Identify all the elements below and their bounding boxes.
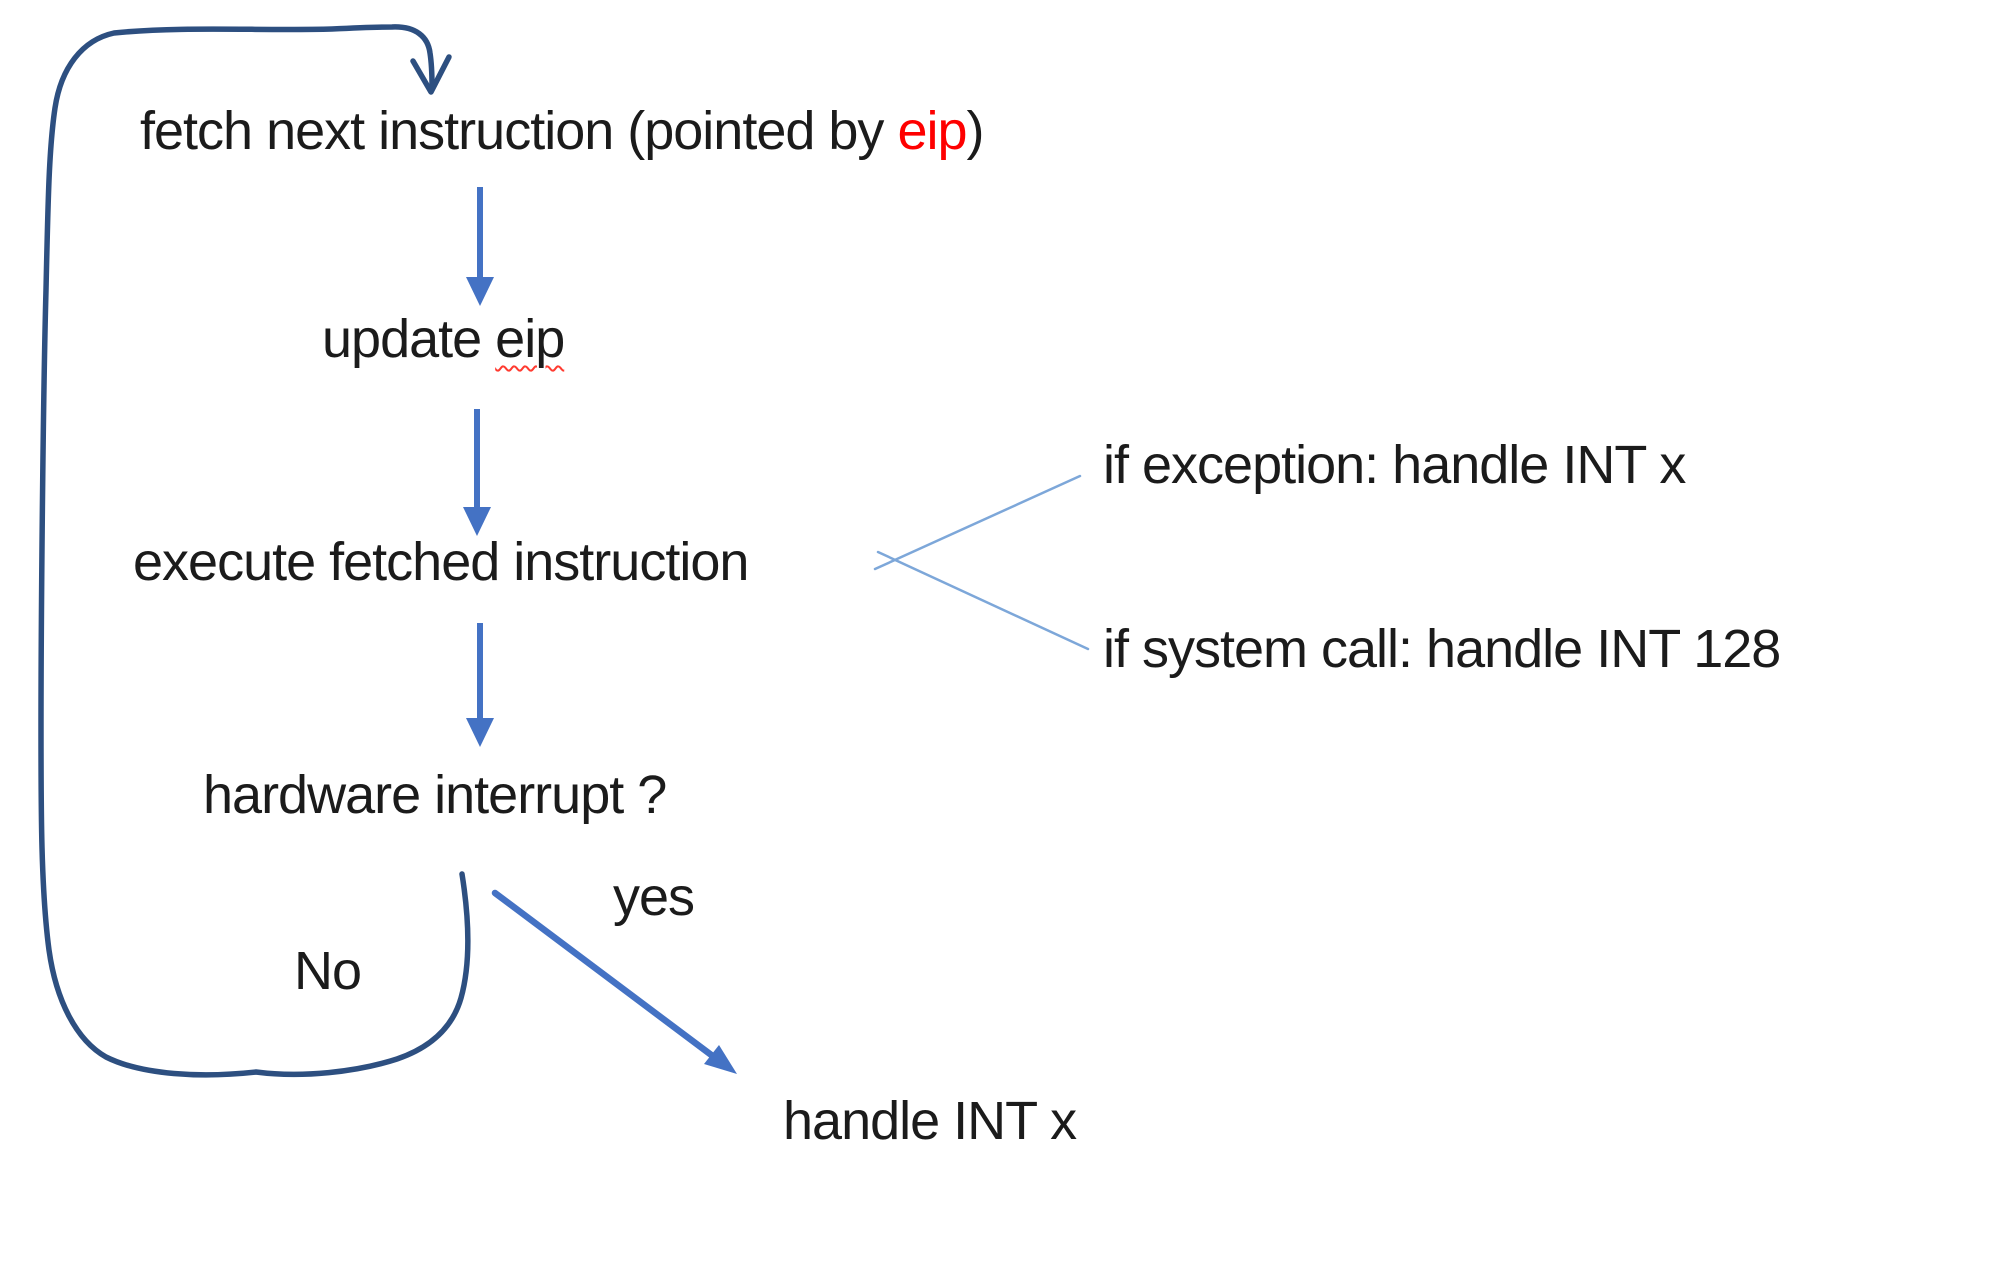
fetch-text-suffix: ) — [966, 101, 985, 161]
no-loop-arrow-path — [38, 24, 471, 1078]
step-handle-int: handle INT x — [783, 1091, 1077, 1151]
arrowhead-yes-to-handle-icon — [704, 1045, 737, 1074]
arrowhead-update-to-execute-icon — [463, 507, 491, 536]
arrowhead-fetch-to-update-icon — [466, 277, 494, 306]
arrow-yes-to-handle — [491, 889, 718, 1061]
branch-note-syscall: if system call: handle INT 128 — [1103, 619, 1781, 679]
update-text: update — [322, 309, 496, 369]
step-hardware-interrupt: hardware interrupt ? — [203, 765, 667, 825]
eip-misspell-squiggle: eip — [495, 309, 565, 369]
no-loop-arrowhead-icon — [410, 54, 452, 95]
arrowhead-execute-to-hardware-icon — [466, 718, 494, 747]
branch-line-syscall — [876, 550, 1090, 651]
branch-note-exception: if exception: handle INT x — [1103, 435, 1686, 495]
yes-branch-label: yes — [613, 867, 695, 927]
branch-line-exception — [873, 474, 1082, 571]
eip-register-highlight: eip — [897, 101, 967, 161]
step-update-eip: update eip — [322, 308, 565, 370]
fetch-text: fetch next instruction (pointed by — [140, 101, 898, 161]
no-branch-label: No — [294, 941, 362, 1001]
step-fetch-instruction: fetch next instruction (pointed by eip) — [140, 100, 984, 162]
step-execute-instruction: execute fetched instruction — [133, 532, 749, 592]
